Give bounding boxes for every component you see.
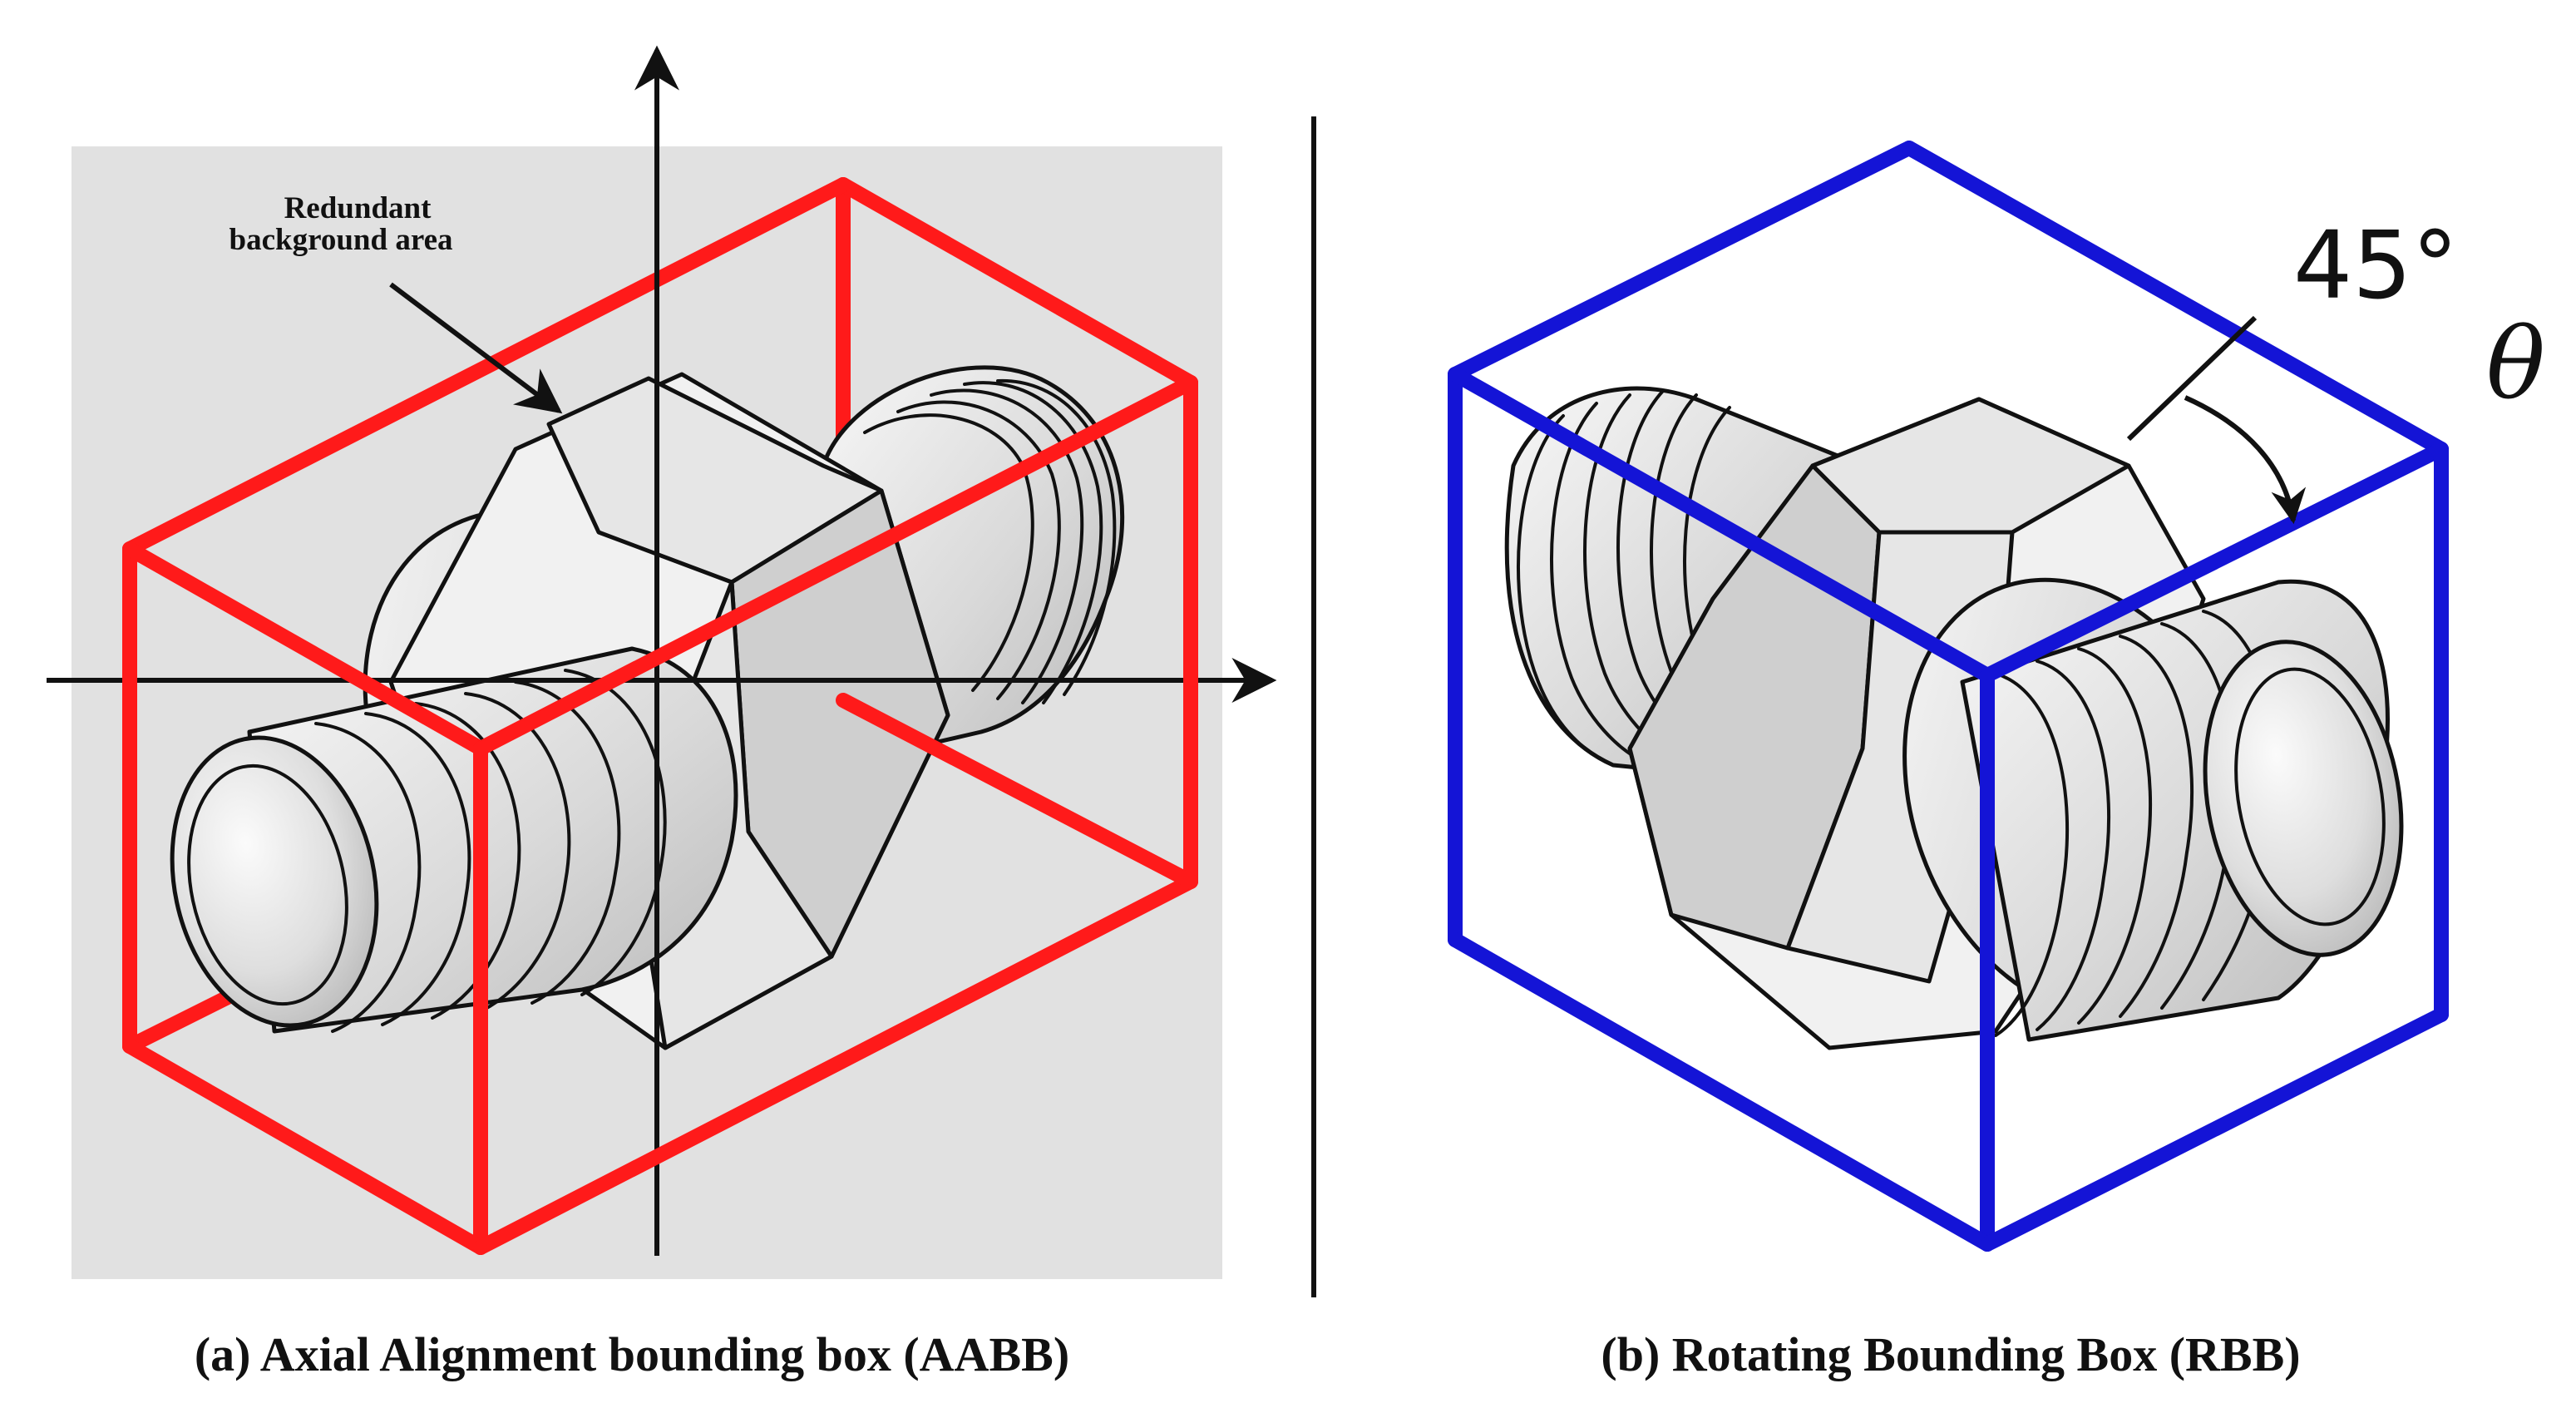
redundant-annotation: Redundant background area: [229, 191, 563, 414]
angle-reference-line: [2126, 315, 2258, 442]
bolt-b-right-thread-rings: [1994, 610, 2277, 1037]
rbb-front-edges: [1448, 367, 2449, 1252]
rbb-back-edges: [1448, 141, 2449, 457]
aabb-edge-bottom-front: [122, 1039, 488, 1255]
rbb-edge-top-front: [1448, 367, 1995, 683]
rbb-back-edge-top-left: [1448, 141, 1917, 382]
aabb-front-edges: [122, 375, 1198, 1255]
bolt-b-end-cap-rim: [2234, 667, 2386, 926]
bolt-a: [170, 365, 1125, 1050]
annotation-line-1: Redundant: [284, 191, 432, 225]
aabb-back-edge-top: [836, 177, 1198, 390]
theta-symbol: θ: [2486, 306, 2545, 421]
rbb-edge-top-right: [1980, 442, 2449, 683]
annotation-arrow: [389, 282, 563, 414]
panel-a: Redundant background area (a) Axial Alig…: [47, 45, 1277, 1381]
aabb-edge-hidden-bottom: [836, 693, 1198, 889]
bolt-a-front-thread-rings: [314, 669, 667, 1033]
rbb-back-edge-top-right: [1902, 141, 2449, 457]
bolt-a-end-cap: [170, 735, 379, 1028]
rbb-edge-bottom-front: [1448, 932, 1995, 1252]
aabb-back-edge-topleft: [122, 177, 851, 556]
panel-a-caption: (a) Axial Alignment bounding box (AABB): [195, 1327, 1069, 1381]
bolt-b-end-cap: [2203, 640, 2404, 957]
annotation-line-2: background area: [229, 223, 453, 257]
angle-arc-arrow: [2184, 395, 2307, 525]
aabb-edge-top-front: [122, 541, 488, 756]
aabb-back-edges: [122, 177, 1198, 1054]
angle-label: 45°: [2293, 212, 2459, 320]
panel-b-caption: (b) Rotating Bounding Box (RBB): [1601, 1327, 2300, 1381]
rbb-edge-bottom-right: [1980, 1007, 2449, 1252]
bolt-a-end-cap-rim: [187, 763, 348, 1006]
aabb-edge-top-right: [473, 375, 1198, 756]
panel-b: 45° θ (b) Rotating Bounding Box (RBB): [1448, 141, 2545, 1381]
aabb-edge-bottom-right: [473, 874, 1198, 1255]
angle-annotation: 45° θ: [2126, 212, 2545, 525]
bolt-b: [1504, 386, 2404, 1050]
